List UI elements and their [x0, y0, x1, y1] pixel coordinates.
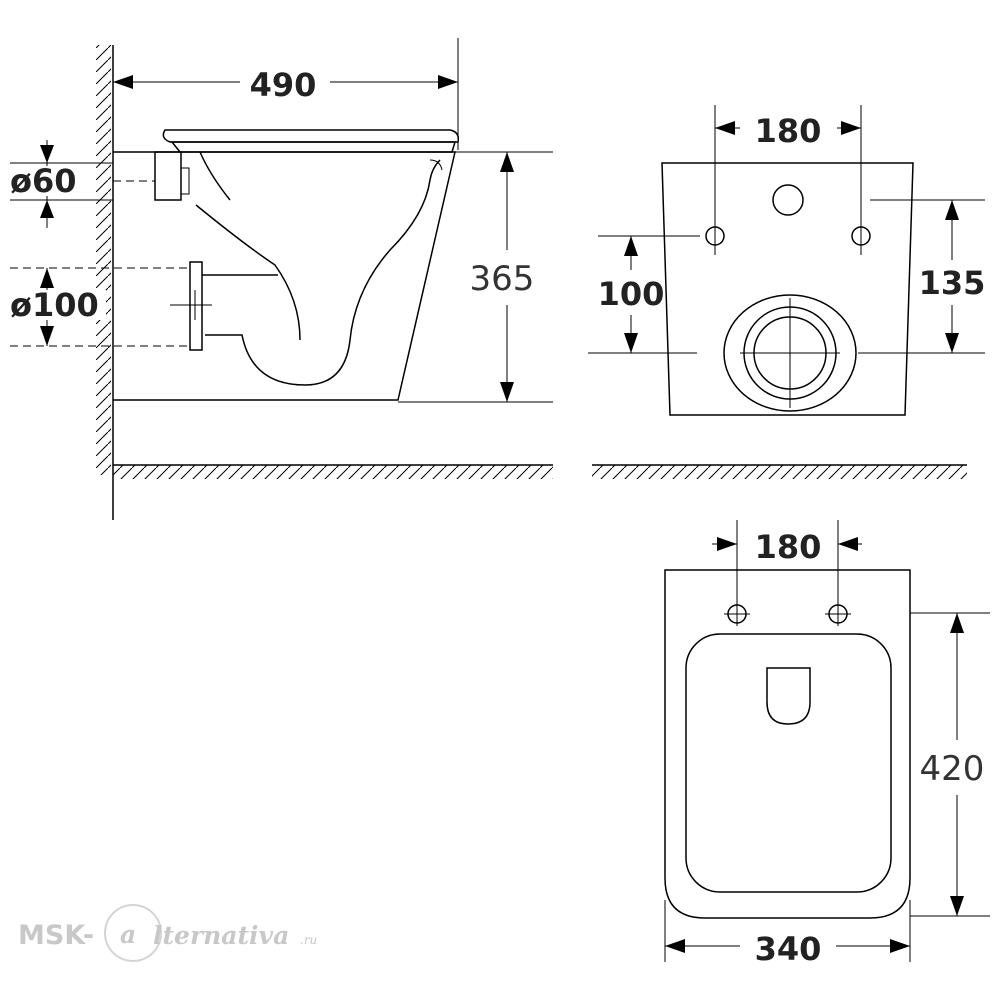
dim-depth: 490 [250, 66, 317, 104]
back-mount [154, 151, 182, 201]
dim-width: 340 [755, 930, 822, 968]
floor-hatch-back [592, 465, 967, 479]
outlet-flange [189, 261, 203, 351]
bowl-inner-rim [199, 151, 231, 201]
arrow [40, 268, 54, 288]
arrow [665, 939, 685, 953]
bowl-inner-curve [205, 159, 441, 386]
arrow [715, 121, 735, 135]
watermark-logo: MSK- a lternativa .ru [18, 904, 317, 962]
top-bowl [685, 633, 892, 893]
top-body [664, 569, 911, 919]
side-view: 490 365 ø60 ø100 [8, 38, 553, 520]
bowl-outline [113, 151, 456, 401]
dim-outlet-height: 100 [598, 275, 665, 313]
dim-outlet: ø100 [10, 286, 99, 324]
floor-hatch-side [113, 465, 553, 479]
dim-water-inlet: ø60 [10, 162, 77, 200]
arrow [500, 152, 514, 172]
back-view: 180 100 135 [588, 105, 985, 479]
arrow [841, 121, 861, 135]
arrow [717, 537, 737, 551]
arrow [40, 200, 54, 218]
arrow [40, 326, 54, 346]
toilet-lid [162, 129, 460, 143]
top-view: 180 420 340 [664, 520, 990, 968]
inlet-hole [772, 184, 804, 216]
arrow [624, 333, 638, 353]
dim-length: 420 [920, 749, 985, 789]
outlet-outer [723, 294, 857, 412]
arrow [945, 333, 959, 353]
arrow [624, 236, 638, 256]
arrow [950, 896, 964, 916]
arrow [945, 200, 959, 220]
dim-inlet-height: 135 [919, 264, 986, 302]
watermark-mark: a [120, 920, 136, 949]
watermark-tld: .ru [300, 933, 317, 947]
arrow [890, 939, 910, 953]
dim-bolt-spacing-top: 180 [755, 528, 822, 566]
arrow [838, 537, 858, 551]
arrow [950, 613, 964, 633]
inlet-spigot [180, 167, 190, 195]
dim-bolt-spacing-back: 180 [755, 112, 822, 150]
arrow [500, 382, 514, 402]
wall-hatch [96, 45, 111, 475]
dim-height: 365 [470, 259, 535, 299]
back-body [661, 162, 914, 416]
top-drain [766, 667, 811, 725]
arrow [438, 75, 458, 89]
arrow [40, 145, 54, 163]
toilet-seat [170, 141, 457, 153]
watermark-ring [104, 904, 162, 962]
rim-edge [429, 159, 443, 171]
arrow [113, 75, 133, 89]
label-bg [8, 166, 86, 196]
label-bg [8, 290, 106, 320]
trapway-upper [195, 204, 301, 341]
watermark-suffix: lternativa [153, 921, 289, 950]
watermark-prefix: MSK- [18, 920, 94, 951]
